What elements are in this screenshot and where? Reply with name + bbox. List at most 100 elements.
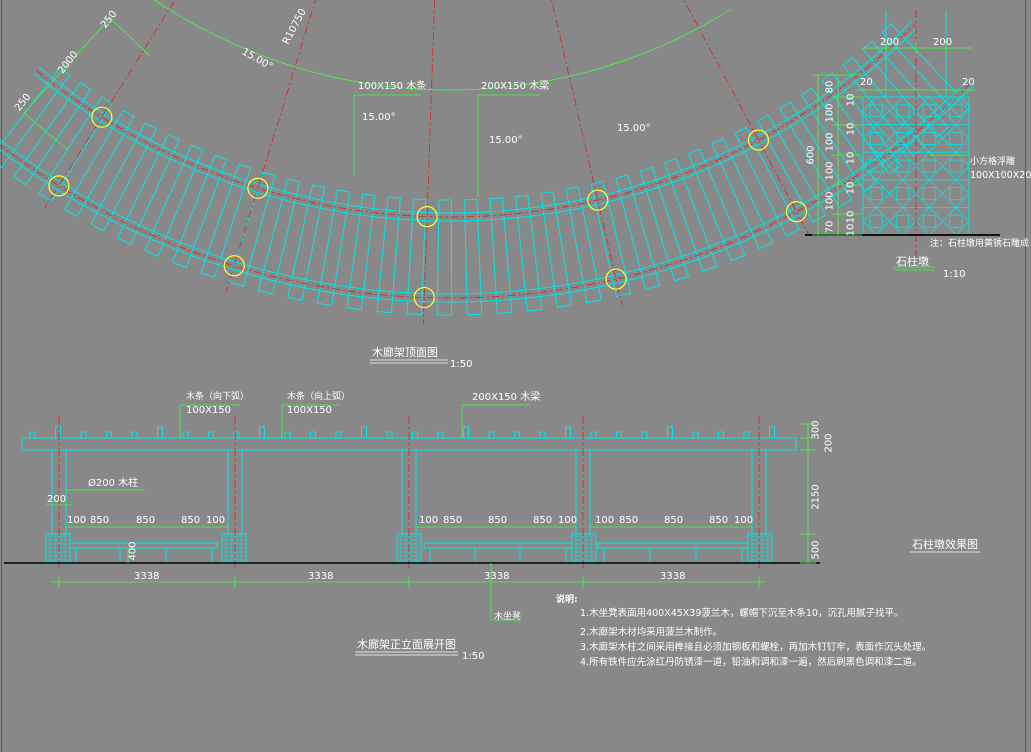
elevation-seats [69, 542, 749, 563]
notes-item-3: 3.木廊架木柱之间采用榫接且必须加钢板和螺栓，再加木钉钉牢，表面作沉头处理。 [580, 642, 932, 653]
pier-carving-diamond [862, 124, 891, 153]
pier-dim-inner-5: 10 [845, 210, 857, 224]
pier-dim-left-2: 100 [824, 103, 836, 123]
elevation-purlin [259, 426, 265, 439]
elevation-purlin [29, 431, 36, 439]
plan-purlin [116, 133, 180, 245]
plan-purlin [13, 81, 92, 186]
plan-purlin [316, 189, 351, 307]
pier-carving-diamond [941, 179, 970, 208]
pier-carving-square [869, 214, 883, 228]
elevation-purlin [692, 431, 699, 439]
plan-column [416, 205, 438, 228]
elevation-purlin [55, 426, 61, 439]
elev-bay-a-5: 100 [206, 515, 226, 526]
pier-carving-diamond [941, 151, 970, 181]
pier-dim-left-3: 100 [824, 132, 836, 152]
plan-purlin [779, 101, 853, 208]
effect-title: 石柱墩效果图 [912, 538, 978, 551]
plan-beam-edge [0, 84, 976, 303]
pier-dim-left-5: 100 [824, 191, 836, 211]
elevation-purlin [641, 431, 648, 439]
elevation-scale: 1:50 [462, 651, 485, 662]
elev-post-label: Ø200 木柱 [88, 478, 139, 489]
notes-item-2: 2.木廊架木材均采用菠兰木制作。 [580, 627, 723, 638]
plan-radial-centerline [44, 0, 176, 209]
elevation-purlin [616, 431, 622, 439]
plan-radial-centerline [422, 0, 436, 325]
pier-carving-square [896, 131, 910, 145]
pier-carving-square [949, 131, 963, 145]
plan-purlin [464, 198, 483, 316]
plan-purlin [590, 180, 632, 298]
elev-dim-500: 500 [810, 540, 822, 560]
pier-carving-diamond [862, 179, 891, 208]
elev-bay-a-3: 850 [136, 515, 156, 526]
elev-span-4: 3338 [660, 571, 686, 582]
plan-angle-2: 15.00° [362, 112, 396, 123]
pier-carving-square [869, 187, 883, 201]
pier-carving-diamond [888, 96, 917, 126]
elev-bay-c-2: 850 [619, 515, 639, 526]
plan-column [247, 177, 269, 199]
plan-width-dim-ext [109, 17, 151, 57]
elevation-purlin [208, 431, 214, 439]
plan-purlin [540, 191, 573, 308]
pier-dim-top-2: 200 [933, 37, 953, 48]
plan-scale: 1:50 [450, 359, 473, 370]
elev-purlin-up-size: 100X150 [287, 405, 333, 416]
pier-carving-square [896, 159, 910, 173]
plan-column [91, 106, 113, 128]
plan-beam-centerline [36, 24, 915, 218]
elev-bay-b-3: 850 [488, 515, 508, 526]
elevation-purlins [29, 426, 775, 439]
pier-carving-square [949, 104, 963, 118]
elev-span-3: 3338 [484, 571, 510, 582]
elev-bay-b-1: 100 [419, 515, 439, 526]
plan-purlin [172, 154, 228, 269]
elev-bay-b-4: 850 [533, 515, 553, 526]
pier-dim-inner-3: 10 [845, 151, 857, 165]
pier-title: 石柱墩 [896, 255, 929, 268]
plan-purlin [376, 196, 401, 314]
pier-stone-size: 100X100X20 [970, 170, 1031, 181]
pier-dim-inner-4: 10 [845, 181, 857, 195]
plan-column [223, 255, 245, 277]
elevation-purlin [769, 426, 775, 439]
pier-carving-diamond [888, 206, 917, 236]
sheet-border-right [1025, 0, 1026, 752]
pier-carving-diamond [915, 206, 944, 236]
elev-bay-c-1: 100 [595, 515, 615, 526]
elevation-purlin [412, 431, 418, 439]
plan-purlin [90, 122, 158, 232]
pier-carving-square [922, 187, 936, 201]
elev-seat-height: 400 [127, 541, 139, 561]
elevation-purlin [743, 431, 750, 439]
pier-carving-diamond [888, 179, 917, 208]
pier-carving-diamond [862, 96, 891, 126]
elevation-purlin [284, 431, 291, 439]
plan-purlin [257, 178, 301, 295]
plan-purlin [515, 194, 543, 312]
pier-carving-diamond [941, 96, 970, 126]
pier-dim-left-1: 80 [824, 80, 836, 94]
pier-carving-square [896, 214, 910, 228]
plan-purlin [436, 199, 453, 316]
plan-beam-edge [33, 27, 918, 222]
elevation-purlin [361, 426, 367, 439]
plan-purlin [821, 72, 902, 175]
elev-dim-200-right: 200 [823, 433, 835, 453]
plan-purlin [287, 184, 326, 301]
elevation-purlin [335, 431, 342, 439]
elev-post-width: 200 [47, 494, 67, 505]
elevation-purlin [667, 426, 673, 439]
elevation-purlin [463, 426, 469, 439]
pier-carving-diamond [888, 151, 917, 181]
plan-purlin [663, 158, 718, 272]
elevation-purlin [157, 426, 163, 439]
pier-stone-label: 小方格浮雕 [970, 157, 1016, 167]
plan-beam-edge [0, 78, 970, 295]
elevation-purlin [386, 431, 393, 439]
plan-radial-centerline [683, 0, 810, 236]
